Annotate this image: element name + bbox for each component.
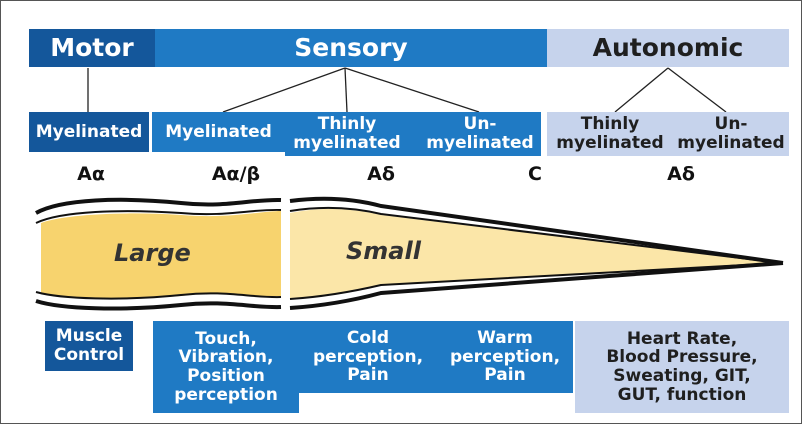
subtype-autonomic-thinly-myelinated: Thinly myelinated <box>547 112 673 156</box>
function-line: GUT, function <box>618 386 747 405</box>
connector-sensory-myelinated <box>223 68 345 112</box>
label-large: Large <box>114 239 191 267</box>
function-line: Muscle <box>56 327 123 346</box>
function-line: perception, <box>313 348 423 367</box>
connector-auto-un <box>668 68 726 112</box>
function-touch-vibration: Touch, Vibration, Position perception <box>153 321 299 413</box>
function-line: Position <box>187 367 265 386</box>
function-line: Blood Pressure, <box>606 348 757 367</box>
function-line: Cold <box>347 329 389 348</box>
function-muscle-control: Muscle Control <box>45 321 133 371</box>
fiber-a-alpha-beta: Aα/β <box>191 163 281 185</box>
category-sensory: Sensory <box>155 29 547 67</box>
subtype-line: Thinly <box>581 115 640 134</box>
subtype-sensory-myelinated: Myelinated <box>152 112 285 152</box>
connector-sensory-thin <box>345 68 347 112</box>
connector-sensory-un <box>345 68 479 112</box>
subtype-line: Un- <box>715 115 748 134</box>
subtype-line: myelinated <box>677 134 784 153</box>
fiber-a-delta: Aδ <box>351 163 411 185</box>
function-line: Sweating, GIT, <box>613 367 750 386</box>
subtype-sensory-unmyelinated: Un- myelinated <box>419 112 541 156</box>
function-line: Touch, <box>195 330 257 349</box>
function-line: Heart Rate, <box>627 330 737 349</box>
label-small: Small <box>346 237 421 265</box>
function-cold-perception: Cold perception, Pain <box>299 321 437 393</box>
subtype-line: myelinated <box>426 134 533 153</box>
function-line: Pain <box>347 366 388 385</box>
function-line: perception, <box>450 348 560 367</box>
function-line: perception <box>174 386 278 405</box>
function-line: Control <box>54 346 124 365</box>
subtype-line: Thinly <box>318 115 377 134</box>
function-line: Vibration, <box>179 348 274 367</box>
function-warm-perception: Warm perception, Pain <box>437 321 573 393</box>
fiber-c: C <box>515 163 555 185</box>
nerve-outline-bottom <box>36 301 281 308</box>
fiber-a-delta-autonomic: Aδ <box>651 163 711 185</box>
subtype-line: myelinated <box>556 134 663 153</box>
function-line: Warm <box>477 329 533 348</box>
fiber-a-alpha: Aα <box>61 163 121 185</box>
connector-auto-thin <box>615 68 668 112</box>
subtype-line: myelinated <box>293 134 400 153</box>
category-autonomic: Autonomic <box>547 29 789 67</box>
subtype-autonomic-unmyelinated: Un- myelinated <box>673 112 789 156</box>
subtype-motor-myelinated: Myelinated <box>29 112 149 152</box>
subtype-line: Un- <box>464 115 497 134</box>
function-line: Pain <box>484 366 525 385</box>
function-autonomic: Heart Rate, Blood Pressure, Sweating, GI… <box>575 321 789 413</box>
subtype-sensory-fill <box>409 112 421 156</box>
subtype-sensory-thinly-myelinated: Thinly myelinated <box>285 112 409 156</box>
category-motor: Motor <box>29 29 155 67</box>
